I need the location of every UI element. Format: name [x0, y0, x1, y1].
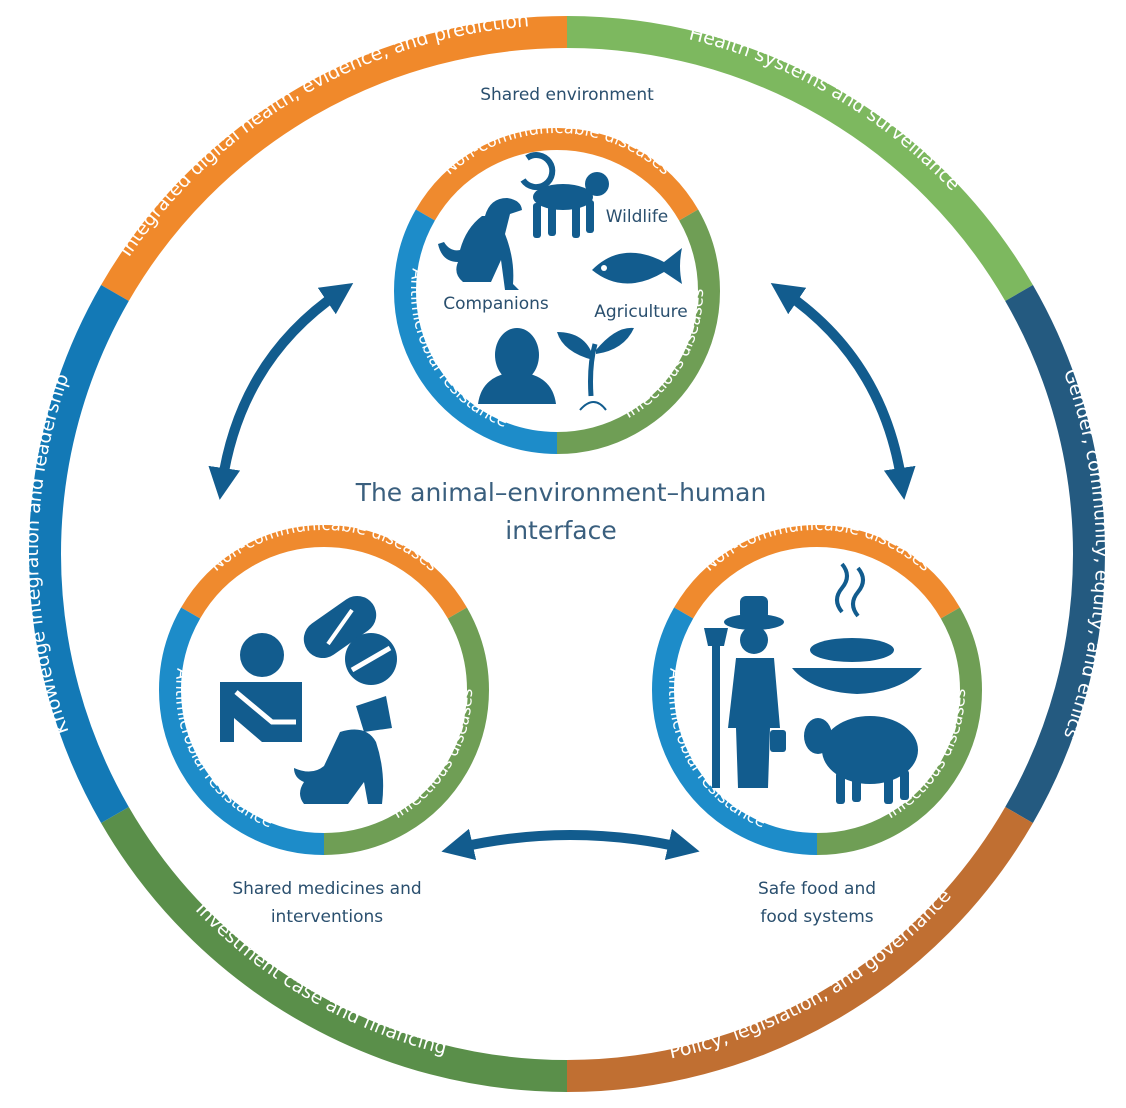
circle-ring-segment	[415, 128, 699, 221]
outer-ring-segment	[566, 806, 1033, 1092]
outer-ring-segment	[101, 806, 568, 1092]
pill-capsule-icon	[303, 595, 377, 659]
outer-ring-segment	[29, 285, 129, 823]
farmer-icon	[704, 596, 786, 788]
plant-icon	[557, 327, 634, 411]
interface-arrows	[208, 282, 916, 861]
sheep-icon	[804, 716, 918, 804]
bidirectional-arrow	[770, 282, 916, 500]
icons-top	[438, 152, 682, 411]
outer-ring-segment	[101, 16, 568, 302]
circle-caption-left: Shared medicines and	[232, 879, 421, 899]
circle-ring-segment	[159, 607, 325, 855]
circle-ring-segment	[394, 209, 558, 454]
circle-caption-right: Safe food and	[758, 879, 876, 899]
fish-icon	[592, 248, 682, 284]
circle-ring-segment	[816, 607, 982, 855]
food-bowl-icon	[792, 562, 922, 694]
dog-cone-icon	[294, 696, 392, 804]
patient-arm-sling-icon	[220, 633, 302, 742]
diagram-labels: The animal–environment–humaninterfaceSha…	[232, 85, 876, 927]
icons-left	[220, 595, 397, 804]
center-title-line-2: interface	[505, 516, 617, 545]
monkey-icon	[520, 152, 609, 238]
icon-label: Companions	[443, 294, 549, 314]
outer-ring-segment	[1005, 285, 1105, 823]
circle-ring-segment	[674, 525, 960, 619]
dog-icon	[438, 198, 522, 290]
circle-caption-left: interventions	[271, 907, 383, 927]
circle-caption-top: Shared environment	[480, 85, 654, 105]
outer-ring-segment	[566, 16, 1033, 302]
circle-ring-segment	[181, 525, 467, 619]
circle-caption-right: food systems	[760, 907, 873, 927]
bidirectional-arrow	[441, 828, 700, 861]
person-icon	[478, 328, 556, 404]
circle-ring-segment	[652, 607, 818, 855]
circle-ring-segment	[556, 209, 720, 454]
icon-label: Wildlife	[606, 207, 669, 227]
bidirectional-arrow	[208, 282, 354, 500]
circle-ring-segment	[323, 607, 489, 855]
icons-right	[704, 562, 922, 804]
pill-tablet-icon	[345, 633, 397, 685]
center-title-line-1: The animal–environment–human	[355, 478, 767, 507]
icon-label: Agriculture	[594, 302, 688, 322]
